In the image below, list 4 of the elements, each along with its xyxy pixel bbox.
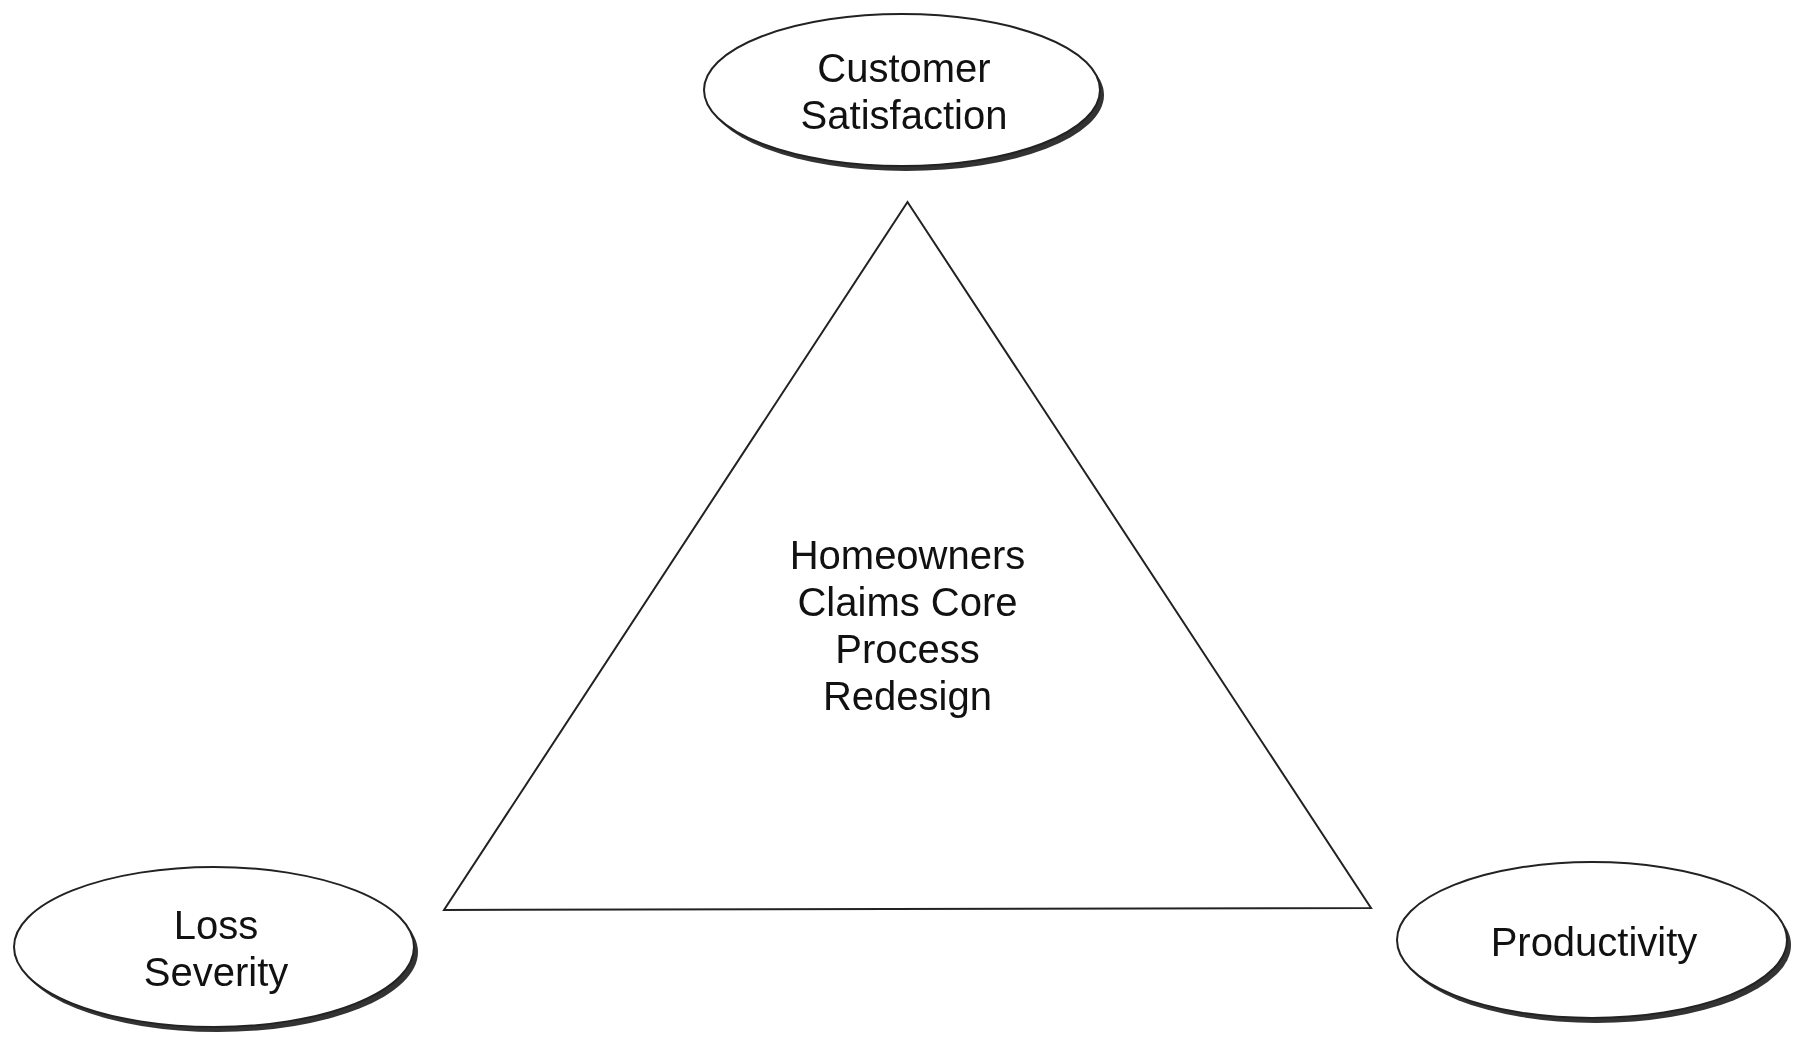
node-label: Homeowners Claims Core Process Redesign: [788, 532, 1027, 720]
node-label: Loss Severity: [142, 902, 290, 996]
node-label: Customer Satisfaction: [799, 45, 1009, 139]
node-label: Productivity: [1489, 918, 1699, 966]
